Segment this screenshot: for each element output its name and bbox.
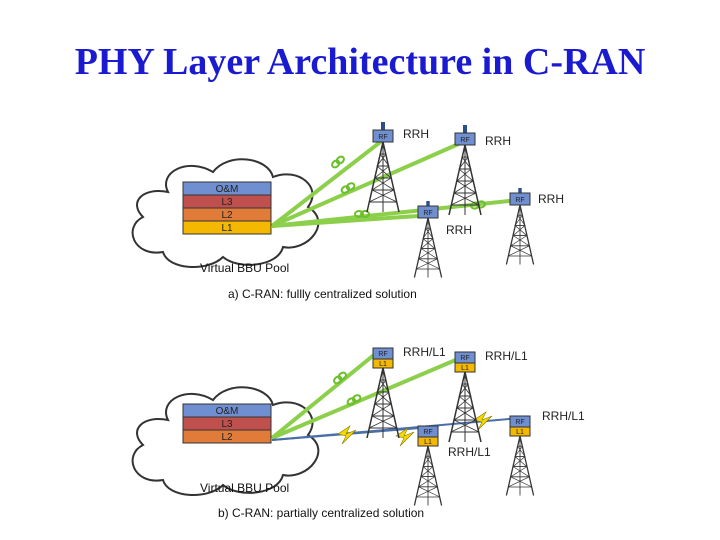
lightning-icon bbox=[395, 427, 415, 447]
rf-label: RF bbox=[423, 210, 432, 217]
bbu-pool-label: Virtual BBU Pool bbox=[200, 481, 289, 495]
caption-b: b) C-RAN: partially centralized solution bbox=[218, 506, 424, 520]
bbu-layer-stack: O&M L3 L2 L1 bbox=[182, 181, 272, 235]
fiber-link bbox=[271, 140, 464, 228]
rrh-label: RRH bbox=[403, 127, 429, 141]
layer-l2: L2 bbox=[221, 432, 233, 443]
rrh-l1-label: RRH/L1 bbox=[403, 345, 446, 359]
rf-label: RF bbox=[460, 355, 469, 362]
slide-title: PHY Layer Architecture in C-RAN bbox=[74, 41, 646, 83]
rrh-label: RRH bbox=[485, 134, 511, 148]
rrh-label: RRH bbox=[538, 192, 564, 206]
rrh-l1-site: RF L1 RRH/L1 bbox=[505, 409, 585, 497]
layer-l3: L3 bbox=[221, 419, 233, 430]
rf-label: RF bbox=[515, 197, 524, 204]
rf-label: RF bbox=[515, 419, 524, 426]
rf-label: RF bbox=[378, 351, 387, 358]
bbu-pool-label: Virtual BBU Pool bbox=[200, 261, 289, 275]
l1-label: L1 bbox=[516, 429, 524, 436]
bbu-layer-stack: O&M L3 L2 bbox=[182, 403, 272, 444]
layer-l1: L1 bbox=[221, 223, 233, 234]
rf-label: RF bbox=[423, 429, 432, 436]
diagram-a: O&M L3 L2 L1 Virtual BBU Pool a) C-RAN: … bbox=[131, 121, 564, 301]
rrh-l1-site: RF L1 RRH/L1 bbox=[366, 345, 446, 439]
layer-l2: L2 bbox=[221, 210, 233, 221]
fiber-links bbox=[270, 348, 466, 440]
layer-om: O&M bbox=[216, 406, 239, 417]
fiber-link bbox=[270, 138, 385, 228]
rrh-label: RRH bbox=[446, 223, 472, 237]
lightning-icon bbox=[473, 411, 493, 431]
rrh-l1-label: RRH/L1 bbox=[448, 445, 491, 459]
fiber-connector-icon bbox=[345, 392, 363, 408]
fiber-connector-icon bbox=[331, 370, 349, 386]
fiber-connector-icon bbox=[329, 154, 347, 170]
l1-label: L1 bbox=[461, 365, 469, 372]
rrh-site: RF RRH bbox=[505, 187, 564, 266]
caption-a: a) C-RAN: fullly centralized solution bbox=[228, 287, 417, 301]
rrh-l1-site: RF L1 RRH/L1 bbox=[448, 349, 528, 443]
fiber-links bbox=[270, 138, 519, 228]
rf-label: RF bbox=[378, 134, 387, 141]
rrh-l1-site: RF L1 RRH/L1 bbox=[413, 425, 491, 507]
fiber-link bbox=[271, 354, 466, 440]
rf-label: RF bbox=[460, 137, 469, 144]
rrh-site: RF RRH bbox=[413, 200, 472, 279]
fiber-link bbox=[270, 348, 382, 440]
diagram-b: O&M L3 L2 Virtual BBU Pool b) C-RAN: par… bbox=[131, 345, 585, 520]
lightning-icon bbox=[337, 425, 357, 445]
rrh-site: RF RRH bbox=[366, 121, 429, 213]
rrh-l1-label: RRH/L1 bbox=[542, 409, 585, 423]
rrh-site: RF RRH bbox=[448, 124, 511, 216]
wireless-links bbox=[271, 411, 521, 447]
l1-label: L1 bbox=[379, 361, 387, 368]
layer-om: O&M bbox=[216, 184, 239, 195]
rrh-l1-label: RRH/L1 bbox=[485, 349, 528, 363]
l1-label: L1 bbox=[424, 439, 432, 446]
wireless-link bbox=[271, 417, 521, 441]
layer-l3: L3 bbox=[221, 197, 233, 208]
